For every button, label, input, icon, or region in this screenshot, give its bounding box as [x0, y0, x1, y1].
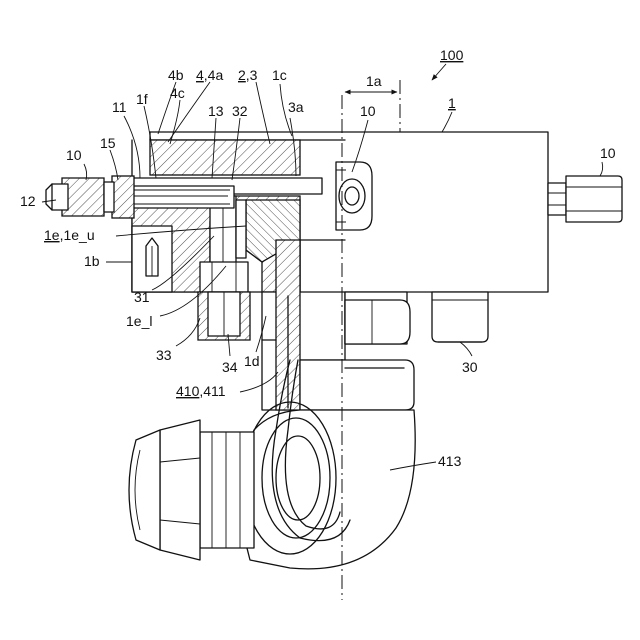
bottom-right-fittings — [345, 292, 488, 344]
right-fitting — [548, 176, 622, 222]
label-34: 34 — [222, 359, 238, 375]
label-413: 413 — [438, 453, 462, 469]
label-4a: ,4a — [204, 67, 224, 83]
label-4-4a: 4,4a — [196, 67, 223, 83]
label-11: 11 — [112, 99, 127, 115]
label-411: ,411 — [199, 383, 225, 399]
label-3: ,3 — [246, 67, 258, 83]
label-30: 30 — [462, 359, 478, 375]
label-12: 12 — [20, 193, 36, 209]
label-33: 33 — [156, 347, 172, 363]
label-100: 100 — [440, 47, 464, 63]
lower-fitting — [198, 262, 250, 340]
label-10-right: 10 — [600, 145, 616, 161]
assembly-arrow — [432, 64, 446, 80]
label-2: 2 — [238, 67, 246, 83]
label-410: 410 — [176, 383, 200, 399]
label-10-left: 10 — [66, 147, 82, 163]
label-410-411: 410,411 — [176, 383, 226, 399]
label-1: 1 — [448, 95, 456, 111]
label-32: 32 — [232, 103, 248, 119]
label-13: 13 — [208, 103, 224, 119]
label-31: 31 — [134, 289, 150, 305]
label-1e-l: 1e_l — [126, 313, 152, 329]
label-1a: 1a — [366, 73, 382, 89]
label-1e: 1e — [44, 227, 60, 243]
label-3a: 3a — [288, 99, 304, 115]
label-1f: 1f — [136, 91, 148, 107]
label-4c: 4c — [170, 85, 185, 101]
label-10-top: 10 — [360, 103, 376, 119]
label-1d: 1d — [244, 353, 260, 369]
label-2-3: 2,3 — [238, 67, 258, 83]
label-1b: 1b — [84, 253, 100, 269]
top-fitting — [336, 162, 372, 230]
label-4: 4 — [196, 67, 204, 83]
label-1c: 1c — [272, 67, 287, 83]
label-1e-u: ,1e_u — [60, 227, 95, 243]
label-4b: 4b — [168, 67, 184, 83]
label-1e-1eu: 1e,1e_u — [44, 227, 95, 243]
label-15: 15 — [100, 135, 116, 151]
